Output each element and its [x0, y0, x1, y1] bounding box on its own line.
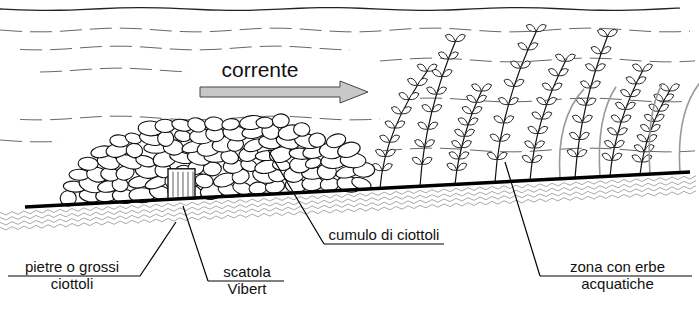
part-label: scatola Vibert — [212, 263, 282, 297]
aquatic-plants — [372, 24, 699, 188]
flow-label: corrente — [205, 58, 315, 81]
part-label: pietre o grossi ciottoli — [8, 258, 136, 292]
bed-line — [25, 172, 690, 207]
vibert-box — [168, 169, 195, 199]
part-label: zona con erbe acquatiche — [545, 258, 690, 292]
pebble-pile — [59, 114, 375, 208]
water-lines — [0, 8, 695, 152]
current-arrow — [200, 81, 368, 103]
part-label: cumulo di ciottoli — [328, 226, 440, 243]
